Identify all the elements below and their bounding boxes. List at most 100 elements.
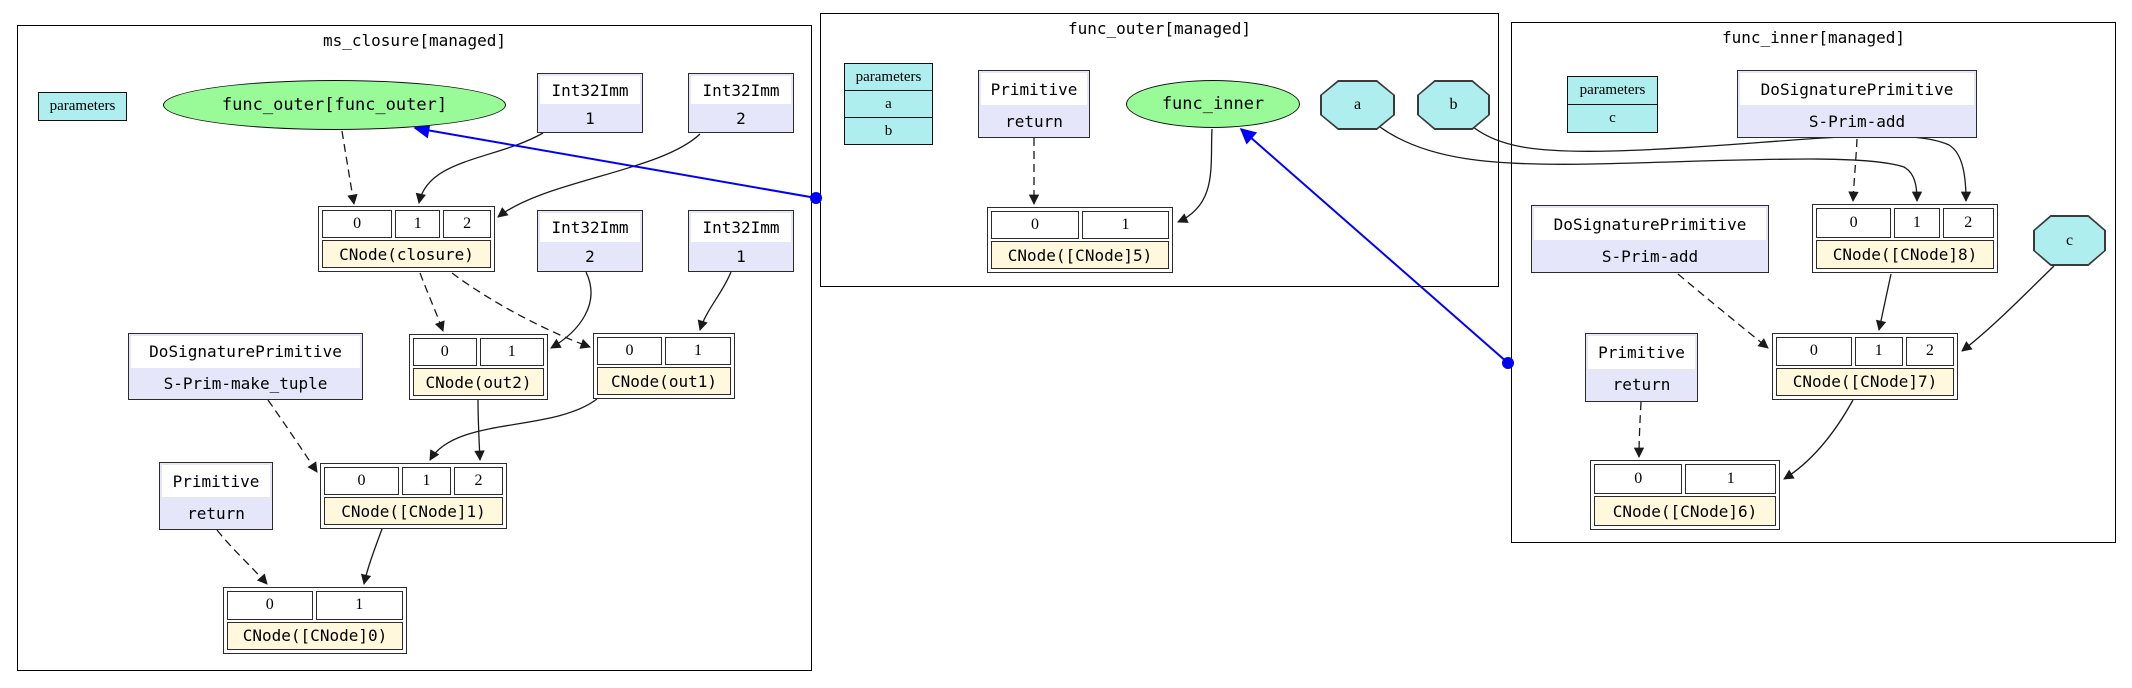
param-row-parameters: parameters — [845, 64, 932, 91]
edge-cnode-out2-to-cnode1-p2 — [474, 399, 485, 462]
edge-cnode7-to-cnode6-p1 — [1783, 399, 1854, 480]
param-row-b: b — [884, 122, 893, 139]
record-cnode-1-label: CNode([CNode]1) — [324, 497, 503, 525]
record-cnode-7-port-2: 2 — [1905, 337, 1955, 366]
record-cnode-8-port-2: 2 — [1942, 208, 1994, 238]
edge-blue-func-outer-cluster-to-ellipse-dot — [810, 192, 822, 204]
cluster-ms_closure: ms_closure[managed] — [17, 25, 812, 671]
record-cnode-closure-port-2: 2 — [443, 210, 491, 239]
parameters-table-func-inner: parameters c — [1567, 76, 1658, 133]
record-cnode-8-label: CNode([CNode]8) — [1816, 239, 1994, 269]
primitive-return-func-outer-value: return — [1005, 111, 1063, 131]
edge-int32imm-1b-to-cnode-out1-p1 — [697, 271, 732, 331]
param-row-parameters: parameters — [1568, 77, 1657, 105]
record-cnode-closure-label: CNode(closure) — [322, 240, 491, 268]
funcgraph-ellipse-func-inner: func_inner — [1126, 80, 1300, 128]
primitive-add-top-type: DoSignaturePrimitive — [1740, 73, 1974, 105]
primitive-add-left-type: DoSignaturePrimitive — [1534, 208, 1766, 240]
record-cnode-5-port-1: 1 — [1082, 211, 1169, 240]
record-cnode-0-label: CNode([CNode]0) — [227, 621, 403, 650]
parameters-box-ms-closure: parameters — [38, 92, 127, 121]
value-int32imm-2-top-value: 2 — [736, 108, 746, 128]
edge-sprim-add-left-to-cnode7-p0 — [1677, 273, 1769, 349]
record-cnode-1-port-0: 0 — [324, 467, 399, 496]
edge-func-inner-ellipse-to-cnode5-p1 — [1177, 128, 1213, 223]
parameter-octagon-c-label: c — [2065, 231, 2074, 249]
value-int32imm-1-top: Int32Imm 1 — [537, 73, 643, 133]
parameter-octagon-b-fill — [1418, 81, 1489, 129]
primitive-return-func-inner-type: Primitive — [1588, 336, 1695, 369]
parameter-octagon-c-fill — [2034, 216, 2105, 265]
param-row-a: a — [845, 91, 932, 118]
primitive-make-tuple-type: DoSignaturePrimitive — [131, 336, 360, 368]
edge-cnode-out1-to-cnode1-p1 — [429, 398, 598, 461]
edge-blue-func-inner-cluster-to-ellipse-dot — [1502, 357, 1514, 369]
record-cnode-out2-port-1: 1 — [479, 338, 544, 367]
record-cnode-6-label: CNode([CNode]6) — [1594, 496, 1776, 526]
record-cnode-out1-port-0: 0 — [597, 337, 662, 366]
edge-cnode1-to-cnode0-p1 — [360, 528, 383, 586]
funcgraph-ellipse-func-outer: func_outer[func_outer] — [163, 80, 506, 130]
record-cnode-1-port-1: 1 — [401, 467, 451, 496]
record-cnode-closure-port-0: 0 — [322, 210, 393, 239]
primitive-return-func-inner-value: return — [1612, 375, 1671, 395]
value-int32imm-2-top-type: Int32Imm — [691, 76, 791, 104]
primitive-make-tuple-value: S-Prim-make_tuple — [163, 373, 328, 393]
edge-cnode8-to-cnode7-p1 — [1875, 273, 1892, 332]
parameter-octagon-c: c — [2033, 215, 2106, 266]
record-cnode-closure-port-1: 1 — [395, 210, 441, 239]
edge-blue-func-outer-cluster-to-ellipse — [413, 122, 817, 199]
value-int32imm-1-top-type: Int32Imm — [540, 76, 640, 104]
edge-return-to-cnode6-p0 — [1633, 401, 1645, 459]
parameter-octagon-a-label: a — [1353, 96, 1362, 113]
edge-param-c-to-cnode7-p2 — [1961, 265, 2055, 352]
edge-int32imm-2-to-cnode-closure-p2 — [497, 133, 701, 218]
record-cnode-6-port-1: 1 — [1685, 464, 1776, 495]
cluster-title-ms_closure: ms_closure[managed] — [322, 31, 507, 50]
record-cnode-1-port-2: 2 — [453, 467, 503, 496]
param-row-c: c — [1609, 110, 1616, 126]
parameter-octagon-a-fill — [1321, 81, 1394, 129]
primitive-return-func-inner: Primitive return — [1585, 333, 1698, 402]
primitive-return-ms-closure-type: Primitive — [162, 465, 270, 497]
primitive-add-top-value: S-Prim-add — [1808, 111, 1906, 131]
edge-int32imm-1-to-cnode-closure-p1 — [415, 132, 544, 205]
edge-sprim-add-top-to-cnode8-p0 — [1848, 138, 1859, 203]
record-cnode-out2-port-0: 0 — [413, 338, 477, 367]
edge-return-to-cnode0-p0 — [216, 529, 268, 585]
edge-param-b-to-cnode8-p2 — [1472, 126, 1972, 203]
value-int32imm-2-mid-value: 2 — [585, 247, 595, 266]
edge-cnode-closure-to-cnode-out2-p0 — [419, 272, 445, 332]
primitive-return-ms-closure-value: return — [187, 503, 245, 523]
parameter-octagon-b: b — [1417, 80, 1490, 130]
parameter-octagon-b-label: b — [1449, 96, 1458, 113]
record-cnode-8-port-1: 1 — [1894, 208, 1940, 238]
record-cnode-5-port-0: 0 — [991, 211, 1079, 240]
value-int32imm-1-top-value: 1 — [585, 108, 595, 128]
edge-func-outer-ellipse-to-cnode-closure-p0 — [341, 130, 358, 206]
edge-blue-func-inner-cluster-to-ellipse — [1239, 127, 1509, 364]
